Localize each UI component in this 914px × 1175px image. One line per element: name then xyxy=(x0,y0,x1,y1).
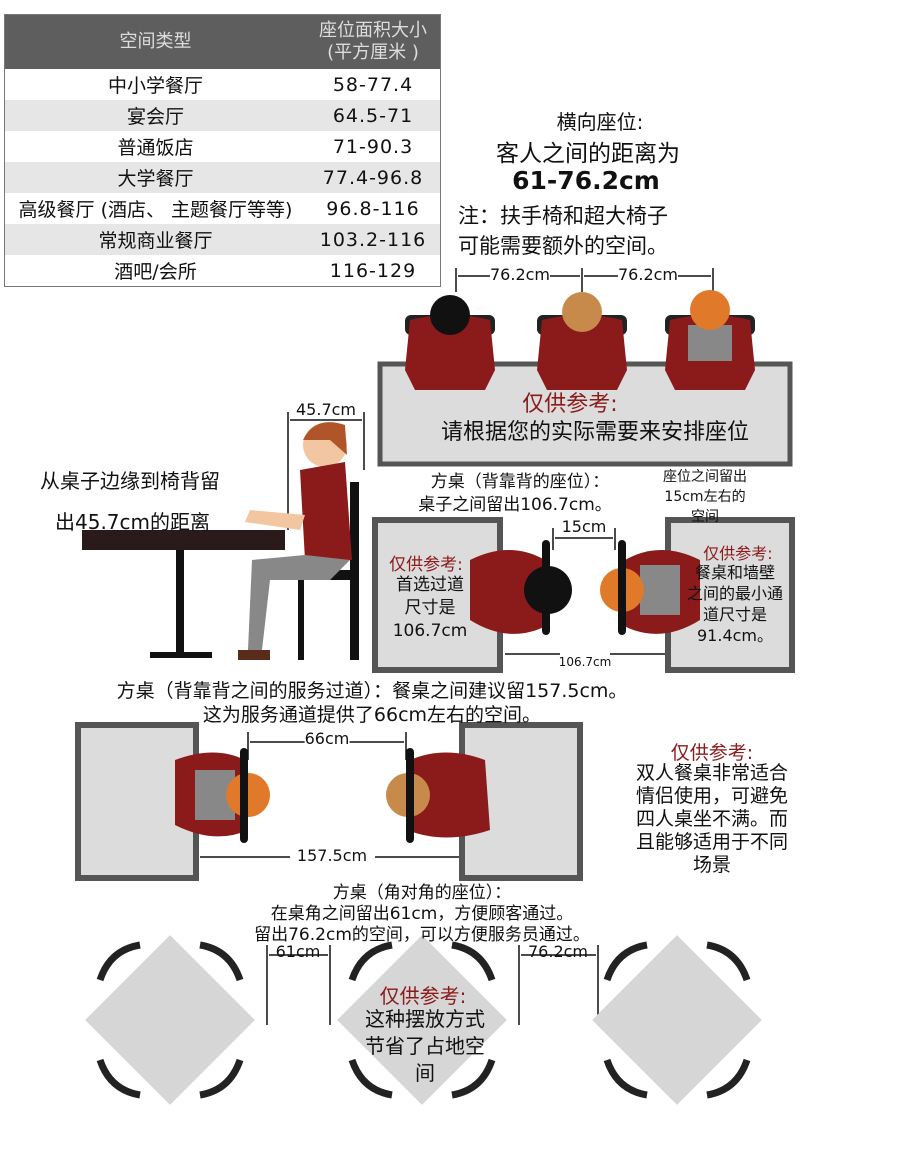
service-dim-tables: 157.5cm xyxy=(296,846,368,865)
header-space-type: 空间类型 xyxy=(4,14,306,69)
text-line: 之间的最小通 xyxy=(686,584,784,603)
table-row: 高级餐厅 (酒店、 主题餐厅等等) 96.8-116 xyxy=(5,193,441,224)
space-type: 中小学餐厅 xyxy=(107,75,203,97)
seat-area: 71-90.3 xyxy=(332,135,414,158)
side-dim: 45.7cm xyxy=(295,400,357,419)
seat-area: 77.4-96.8 xyxy=(306,162,441,193)
lateral-ref-label: 仅供参考: xyxy=(522,392,618,417)
diag-line2: 在桌角之间留出61cm，方便顾客通过。 xyxy=(270,904,574,924)
diag-line1: 方桌（角对角的座位）： xyxy=(332,883,512,903)
diag-ref-text: 这种摆放方式节省了占地空间 xyxy=(365,1006,485,1087)
service-line2: 这为服务通道提供了66cm左右的空间。 xyxy=(202,704,542,726)
table-row: 酒吧/会所 116-129 xyxy=(5,255,441,287)
diagonal-tables xyxy=(85,935,762,1105)
diagonal-chairs xyxy=(96,941,751,1099)
lateral-note2: 可能需要额外的空间。 xyxy=(458,234,668,258)
seat-area: 116-129 xyxy=(329,259,417,282)
seat-area: 96.8-116 xyxy=(326,197,420,220)
lateral-title: 横向座位: xyxy=(556,110,644,134)
btb-gap-note2: 15cm左右的 xyxy=(664,489,746,505)
service-ref-text: 双人餐桌非常适合情侣使用，可避免四人桌坐不满。而且能够适用于不同场景 xyxy=(636,762,788,877)
diag-dim-1: 61cm xyxy=(275,942,321,961)
service-aisle-guests xyxy=(175,748,490,843)
btb-title2: 桌子之间留出106.7cm。 xyxy=(418,495,612,515)
text-line: 尺寸是 xyxy=(404,598,456,618)
btb-title1: 方桌（背靠背的座位）： xyxy=(430,472,610,492)
text-line: 且能够适用于不同 xyxy=(635,831,789,853)
service-ref: 仅供参考: xyxy=(670,742,754,764)
btb-right-ref: 仅供参考: xyxy=(703,544,773,563)
back-to-back-guests xyxy=(470,540,700,635)
text-line: 情侣使用，可避免 xyxy=(635,785,789,807)
space-type: 大学餐厅 xyxy=(4,162,306,193)
table-row: 中小学餐厅 58-77.4 xyxy=(5,69,441,100)
seated-guests-top xyxy=(405,290,755,390)
btb-table-dim: 106.7cm xyxy=(558,655,612,669)
side-line1: 从桌子边缘到椅背留 xyxy=(40,469,220,493)
lateral-distance: 61-76.2cm xyxy=(512,166,660,195)
text-line: 91.4cm。 xyxy=(696,626,774,645)
seat-area: 103.2-116 xyxy=(306,224,441,255)
text-line: 这种摆放方式 xyxy=(365,1007,485,1031)
text-line: 首选过道 xyxy=(395,575,464,595)
service-dim-chairs: 66cm xyxy=(304,729,350,748)
diag-ref: 仅供参考: xyxy=(379,984,467,1008)
side-view-person xyxy=(82,422,359,660)
space-type: 宴会厅 xyxy=(4,100,306,131)
header-seat-area: 座位面积大小(平方厘米 ) xyxy=(306,14,441,69)
text-line: 节省了占地空 xyxy=(365,1034,485,1058)
text-line: 餐桌和墙壁 xyxy=(694,563,776,582)
side-line2: 出45.7cm的距离 xyxy=(55,510,211,534)
text-line: 道尺寸是 xyxy=(702,605,768,624)
lateral-line1: 客人之间的距离为 xyxy=(496,141,680,167)
lateral-note1: 注：扶手椅和超大椅子 xyxy=(458,204,668,228)
lateral-dim-1: 76.2cm xyxy=(489,265,551,284)
diag-dim-2: 76.2cm xyxy=(527,942,589,961)
text-line: 四人桌坐不满。而 xyxy=(635,808,789,830)
space-type: 酒吧/会所 xyxy=(114,261,197,283)
space-type: 常规商业餐厅 xyxy=(4,224,306,255)
seat-area: 58-77.4 xyxy=(332,73,414,96)
btb-gap-dim: 15cm xyxy=(561,517,607,536)
service-line1: 方桌（背靠背之间的服务过道）：餐桌之间建议留157.5cm。 xyxy=(116,680,628,702)
btb-gap-note1: 座位之间留出 xyxy=(663,469,747,485)
seat-area: 64.5-71 xyxy=(306,100,441,131)
btb-right-text: 餐桌和墙壁之间的最小通道尺寸是 91.4cm。 xyxy=(687,562,783,646)
text-line: 间 xyxy=(415,1061,435,1085)
text-line: 双人餐桌非常适合 xyxy=(635,762,789,784)
btb-left-ref: 仅供参考: xyxy=(389,555,463,575)
text-line: 106.7cm xyxy=(392,621,468,641)
space-type: 高级餐厅 (酒店、 主题餐厅等等) xyxy=(18,199,293,221)
btb-gap-note3: 空间 xyxy=(691,509,719,525)
space-type: 普通饭店 xyxy=(117,137,194,159)
diag-line3: 留出76.2cm的空间，可以方便服务员通过。 xyxy=(254,925,590,945)
lateral-dim-2: 76.2cm xyxy=(617,265,679,284)
text-line: 场景 xyxy=(692,854,732,876)
table-row: 普通饭店 71-90.3 xyxy=(5,131,441,162)
btb-left-text: 首选过道尺寸是 106.7cm xyxy=(393,574,468,643)
lateral-ref-text: 请根据您的实际需要来安排座位 xyxy=(440,420,750,445)
